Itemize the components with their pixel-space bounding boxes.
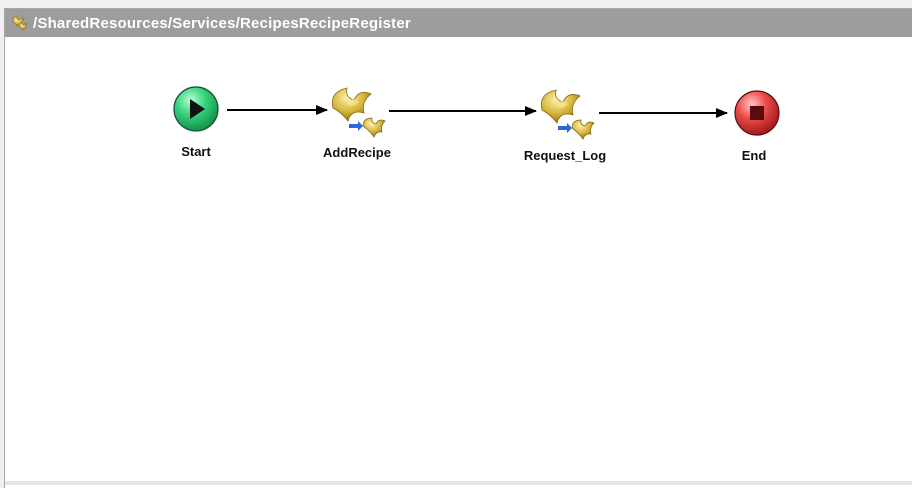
process-gear-icon — [9, 12, 31, 34]
subprocess-gear-icon — [540, 89, 595, 140]
end-node[interactable] — [733, 89, 781, 137]
window-titlebar[interactable]: /SharedResources/Services/RecipesRecipeR… — [5, 9, 912, 37]
request-log-label: Request_Log — [523, 148, 607, 163]
addrecipe-label: AddRecipe — [323, 145, 391, 160]
subprocess-gear-icon — [331, 87, 386, 138]
process-canvas[interactable]: Start AddRecipe — [5, 37, 912, 485]
window-title: /SharedResources/Services/RecipesRecipeR… — [33, 14, 411, 32]
canvas-bottom-edge — [5, 481, 912, 485]
request-log-node[interactable] — [536, 84, 598, 140]
play-icon — [173, 86, 219, 132]
end-label: End — [741, 148, 767, 163]
process-window: /SharedResources/Services/RecipesRecipeR… — [4, 8, 912, 488]
addrecipe-node[interactable] — [327, 82, 389, 138]
stop-icon — [734, 90, 780, 136]
transition-layer — [227, 105, 728, 118]
start-label: Start — [181, 144, 211, 159]
start-node[interactable] — [172, 85, 220, 133]
